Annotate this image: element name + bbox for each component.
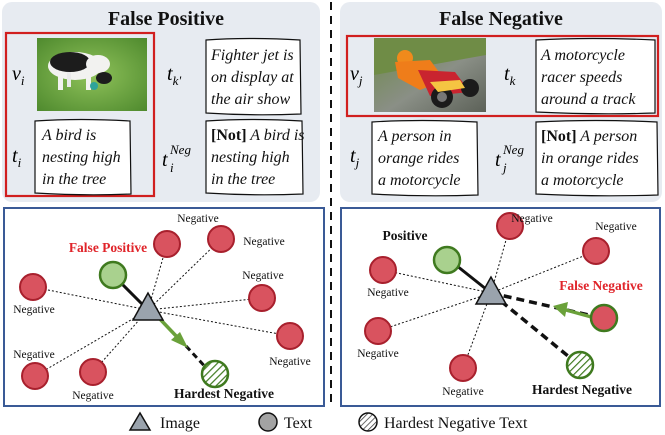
right-positive-node [432, 245, 462, 275]
left-hardest-negative-node [200, 359, 230, 389]
left-symbol-v: vi [12, 63, 25, 88]
right-anchor-text-box: A person in orange rides a motorcycle [371, 119, 479, 197]
svg-text:[Not] A person: [Not] A person [541, 128, 637, 145]
svg-text:Negative: Negative [243, 236, 285, 248]
left-symbol-tk: tk' [167, 63, 181, 88]
svg-text:racer speeds: racer speeds [541, 69, 622, 86]
svg-text:in the tree: in the tree [42, 171, 106, 188]
svg-text:Neg: Neg [169, 142, 191, 157]
left-negative-node [21, 362, 49, 390]
svg-text:Negative: Negative [357, 348, 399, 360]
svg-text:[Not] A bird is: [Not] A bird is [211, 127, 305, 144]
left-caption-pos-box: Fighter jet is on display at the air sho… [205, 37, 302, 116]
right-symbol-tj: tj [350, 145, 360, 170]
right-title: False Negative [439, 8, 563, 30]
svg-text:Text: Text [284, 415, 313, 432]
motorcycle-photo [374, 38, 486, 112]
left-symbol-tneg: t Neg i [162, 142, 191, 175]
left-anchor-text-box: A bird is nesting high in the tree [34, 118, 132, 196]
svg-text:Negative: Negative [595, 221, 637, 233]
svg-text:Image: Image [160, 415, 200, 432]
svg-text:A motorcycle: A motorcycle [540, 47, 625, 64]
svg-text:False Positive: False Positive [69, 240, 147, 255]
legend-triangle-icon [128, 411, 152, 431]
svg-text:i: i [170, 160, 174, 175]
right-negative-node [582, 237, 610, 265]
legend-circle-icon [258, 412, 278, 432]
svg-text:t: t [162, 149, 168, 171]
svg-text:nesting high: nesting high [42, 149, 121, 166]
left-negative-node [153, 230, 181, 258]
right-negative-node [369, 256, 397, 284]
svg-text:Hardest Negative: Hardest Negative [174, 386, 274, 401]
right-negative-node [364, 317, 392, 345]
svg-text:j: j [501, 160, 507, 175]
left-symbol-ti: ti [12, 145, 22, 170]
right-symbol-tneg: t Neg j [495, 142, 524, 175]
right-neg-text-box: [Not] A person in orange rides a motorcy… [535, 119, 659, 197]
right-symbol-tk: tk [504, 63, 516, 88]
left-highlight-box [4, 31, 156, 198]
svg-text:the air show: the air show [211, 91, 290, 108]
svg-text:Hardest Negative Text: Hardest Negative Text [384, 415, 528, 432]
svg-text:Hardest Negative: Hardest Negative [532, 382, 632, 397]
left-negative-node [19, 273, 47, 301]
svg-text:in orange rides: in orange rides [541, 150, 639, 167]
legend-hatched-circle-icon [358, 412, 378, 432]
svg-text:orange rides: orange rides [378, 150, 459, 167]
svg-text:A bird is: A bird is [41, 127, 96, 144]
svg-text:Fighter jet is: Fighter jet is [210, 47, 294, 64]
svg-text:Negative: Negative [367, 287, 409, 299]
right-negative-node [496, 212, 524, 240]
svg-text:t: t [495, 149, 501, 171]
right-highlight-box [345, 34, 660, 118]
svg-text:Negative: Negative [13, 349, 55, 361]
svg-text:on display at: on display at [211, 69, 294, 86]
svg-text:Negative: Negative [242, 270, 284, 282]
right-negative-node [449, 354, 477, 382]
svg-text:Negative: Negative [177, 213, 219, 225]
left-negative-node [207, 225, 235, 253]
svg-text:a motorcycle: a motorcycle [541, 172, 623, 189]
left-negative-node [248, 284, 276, 312]
left-negative-node [276, 322, 304, 350]
svg-text:Positive: Positive [383, 228, 428, 243]
legend: Image Text Hardest Negative Text [128, 411, 528, 432]
svg-text:nesting high: nesting high [211, 149, 290, 166]
right-image-anchor [474, 275, 508, 305]
dog-photo [37, 38, 147, 111]
right-hardest-negative-node [565, 350, 595, 380]
left-title: False Positive [108, 8, 224, 30]
svg-text:False Negative: False Negative [559, 278, 643, 293]
svg-text:Negative: Negative [269, 356, 311, 368]
svg-text:a motorcycle: a motorcycle [378, 172, 460, 189]
left-false-positive-node [98, 260, 128, 290]
svg-text:A person in: A person in [377, 128, 451, 145]
right-false-negative-node [589, 303, 619, 333]
svg-text:Negative: Negative [13, 304, 55, 316]
svg-text:Neg: Neg [502, 142, 524, 157]
svg-text:Negative: Negative [72, 390, 114, 402]
right-diagram: Negative Negative Negative Negative Nega… [357, 212, 643, 398]
svg-text:around a track: around a track [541, 91, 636, 108]
right-symbol-v: vj [350, 63, 363, 88]
left-neg-text-box: [Not] A bird is nesting high in the tree [205, 118, 305, 196]
left-negative-node [79, 358, 107, 386]
left-image-anchor [131, 291, 165, 321]
svg-text:in the tree: in the tree [211, 171, 275, 188]
right-caption-pos-box: A motorcycle racer speeds around a track [535, 37, 656, 115]
left-diagram: Negative Negative Negative Negative Nega… [13, 213, 311, 402]
svg-text:Negative: Negative [442, 386, 484, 398]
svg-text:Negative: Negative [511, 213, 553, 225]
